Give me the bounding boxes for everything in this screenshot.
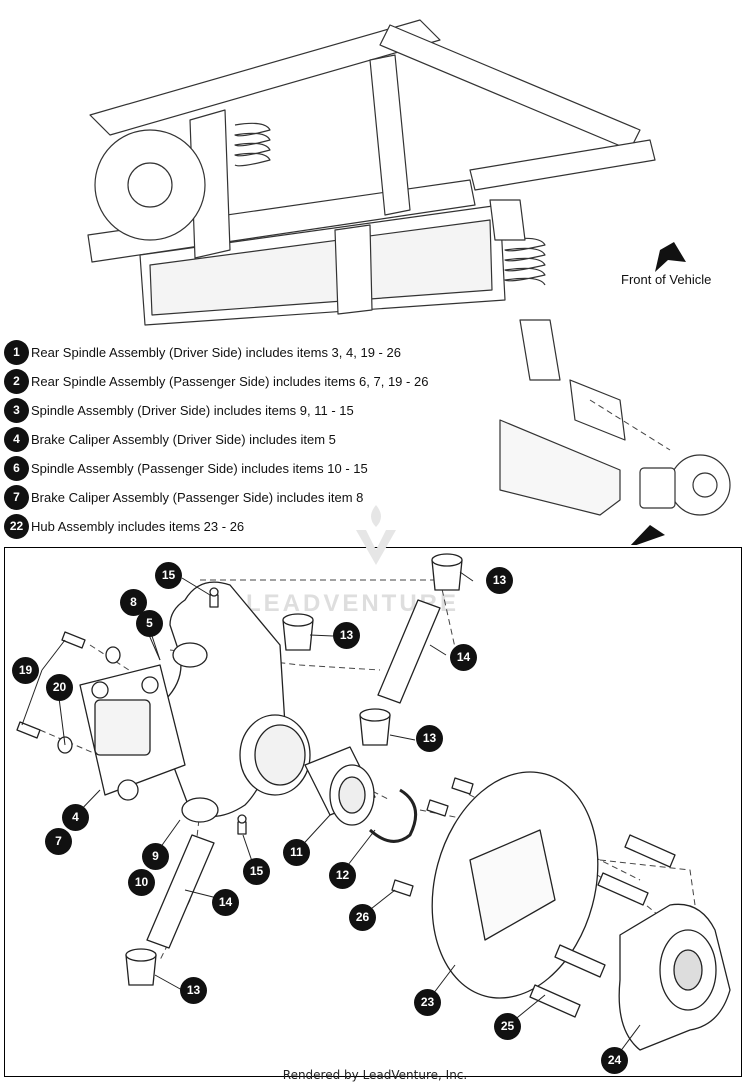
retaining-ring	[368, 788, 418, 843]
legend-text: Brake Caliper Assembly (Driver Side) inc…	[31, 432, 336, 447]
lower-a-arm	[499, 419, 621, 516]
frame-long-member	[87, 179, 476, 263]
wheel-stud	[554, 944, 606, 978]
kingpin	[146, 834, 215, 949]
callout-24: 24	[601, 1047, 628, 1074]
callout-14: 14	[212, 889, 239, 916]
rotor-bolt	[426, 799, 449, 817]
grease-fitting	[209, 594, 219, 608]
legend-number: 2	[4, 369, 29, 394]
callout-20: 20	[46, 674, 73, 701]
frame-crossbar-front	[469, 139, 656, 191]
callout-9: 9	[142, 843, 169, 870]
brake-caliper	[79, 664, 186, 801]
callout-19: 19	[12, 657, 39, 684]
brake-rotor	[431, 771, 599, 999]
bushing	[431, 553, 463, 591]
kingpin	[377, 599, 441, 704]
callout-13: 13	[333, 622, 360, 649]
frame-upper-rail	[89, 19, 441, 136]
legend-number: 22	[4, 514, 29, 539]
callout-10: 10	[128, 869, 155, 896]
callout-5: 5	[136, 610, 163, 637]
callout-15: 15	[243, 858, 270, 885]
legend-text: Spindle Assembly (Driver Side) includes …	[31, 403, 354, 418]
detail-pointer	[630, 525, 665, 545]
legend-number: 7	[4, 485, 29, 510]
legend-number: 6	[4, 456, 29, 481]
callout-11: 11	[283, 839, 310, 866]
callout-14: 14	[450, 644, 477, 671]
legend-number: 3	[4, 398, 29, 423]
callout-23: 23	[414, 989, 441, 1016]
bushing	[282, 613, 314, 651]
wheel-stud	[529, 984, 581, 1018]
legend-text: Rear Spindle Assembly (Driver Side) incl…	[31, 345, 401, 360]
callout-26: 26	[349, 904, 376, 931]
callout-13: 13	[416, 725, 443, 752]
callout-25: 25	[494, 1013, 521, 1040]
legend-number: 1	[4, 340, 29, 365]
wheel-stud	[597, 872, 649, 906]
callout-12: 12	[329, 862, 356, 889]
bushing	[359, 708, 391, 746]
callout-7: 7	[45, 828, 72, 855]
bushing	[125, 948, 157, 986]
legend-text: Rear Spindle Assembly (Passenger Side) i…	[31, 374, 429, 389]
rotor-bolt	[451, 777, 474, 795]
wheel-bearing	[304, 746, 376, 826]
callout-4: 4	[62, 804, 89, 831]
callout-13: 13	[486, 567, 513, 594]
legend-text: Hub Assembly includes items 23 - 26	[31, 519, 245, 534]
rotor-bolt	[391, 879, 414, 897]
wheel-stud	[624, 834, 676, 868]
callout-13: 13	[180, 977, 207, 1004]
vehicle-frame-overview	[87, 19, 731, 545]
leadventure-logo-icon	[356, 505, 396, 565]
front-arrow-icon	[655, 242, 686, 272]
grease-fitting	[237, 821, 247, 835]
caliper-bolt	[61, 631, 86, 649]
footer-credit: Rendered by LeadVenture, Inc.	[282, 1068, 468, 1082]
caliper-bolt	[16, 721, 41, 739]
callout-15: 15	[155, 562, 182, 589]
legend-text: Spindle Assembly (Passenger Side) includ…	[31, 461, 368, 476]
wheel-hub	[618, 903, 731, 1051]
legend-number: 4	[4, 427, 29, 452]
front-of-vehicle-label: Front of Vehicle	[621, 272, 712, 287]
legend-text: Brake Caliper Assembly (Passenger Side) …	[31, 490, 364, 505]
